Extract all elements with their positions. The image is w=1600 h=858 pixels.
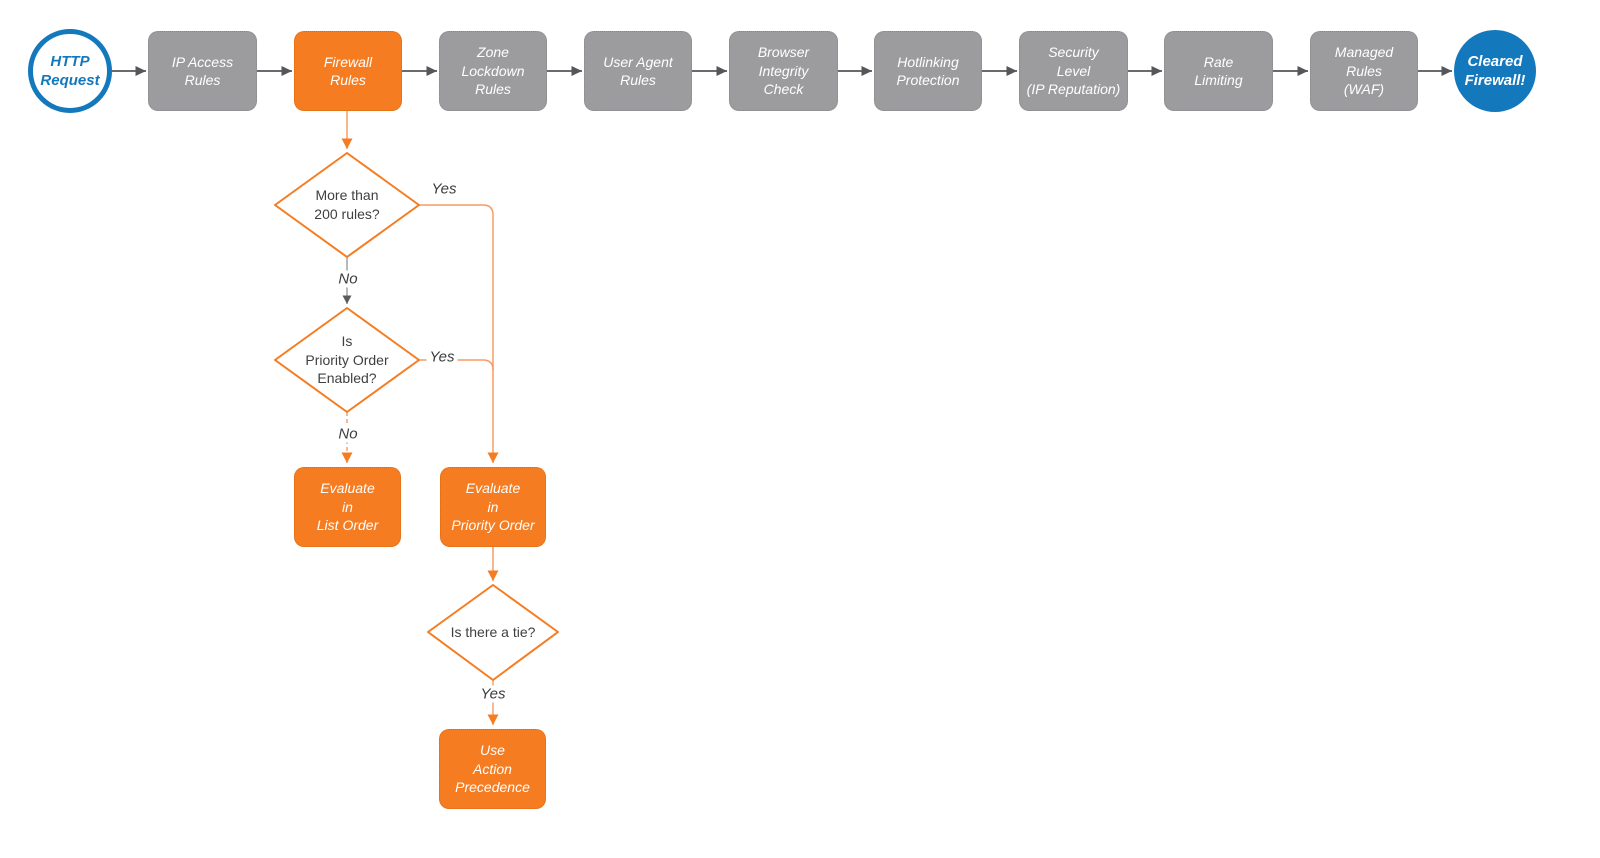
node-rate-limiting: Rate Limiting [1164,31,1273,111]
node-ip-access-rules: IP Access Rules [148,31,257,111]
node-user-agent-rules: User Agent Rules [584,31,692,111]
decision-priority-order-shape [274,307,420,413]
edge-decision-priority-yes [419,359,494,371]
node-hotlinking-protection: Hotlinking Protection [874,31,982,111]
node-evaluate-list-order: Evaluate in List Order [294,467,401,547]
node-evaluate-priority-order: Evaluate in Priority Order [440,467,546,547]
node-use-action-precedence: Use Action Precedence [439,729,546,809]
node-http-request: HTTP Request [28,29,112,113]
edge-decision-200-rules-yes [419,204,499,463]
decision-200-rules-shape [274,152,420,258]
node-browser-integrity-check: Browser Integrity Check [729,31,838,111]
node-managed-rules-waf: Managed Rules (WAF) [1310,31,1418,111]
node-firewall-rules: Firewall Rules [294,31,402,111]
node-cleared-firewall: Cleared Firewall! [1454,30,1536,112]
node-zone-lockdown-rules: Zone Lockdown Rules [439,31,547,111]
decision-tie-shape [427,584,559,681]
node-security-level: Security Level (IP Reputation) [1019,31,1128,111]
